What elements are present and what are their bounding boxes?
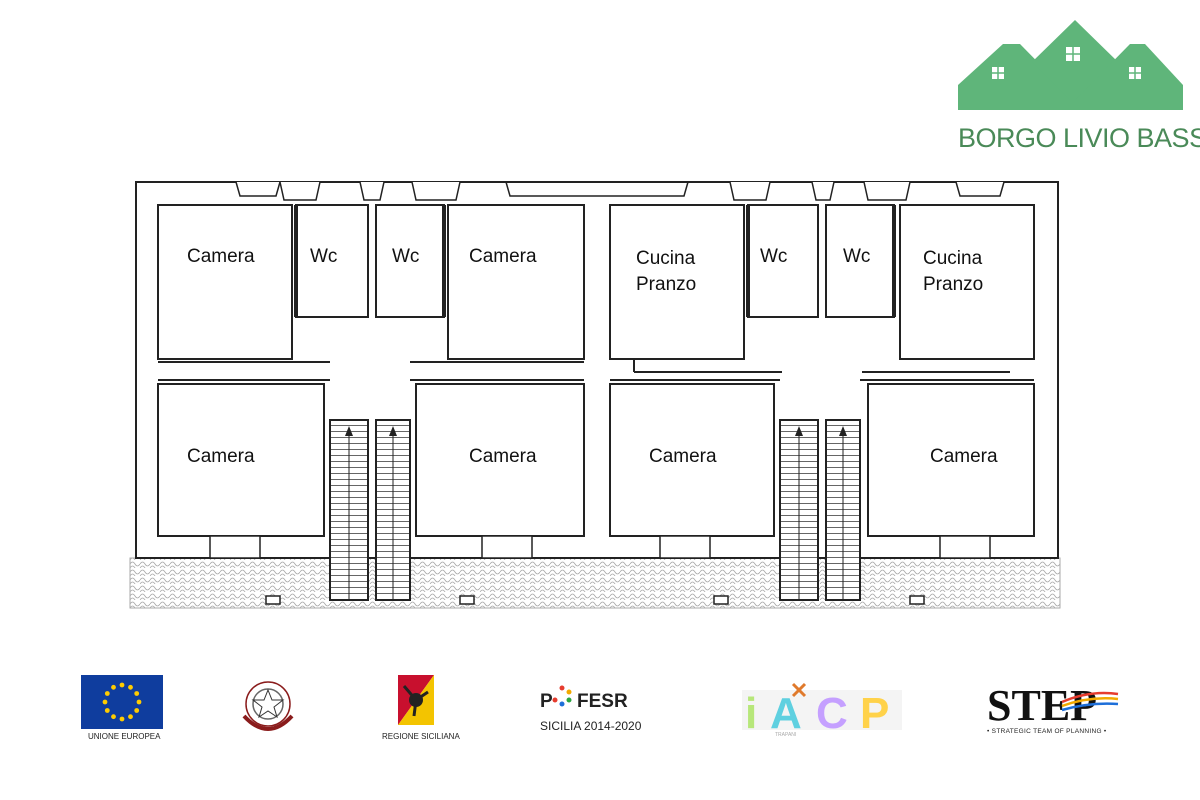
room-cucina-2 bbox=[862, 204, 1035, 373]
stairwell-2 bbox=[779, 419, 861, 601]
bottom-doors bbox=[209, 535, 991, 605]
iacp-letter: P bbox=[860, 689, 889, 738]
room-camera-top-1 bbox=[157, 204, 293, 360]
room-label: Pranzo bbox=[636, 274, 696, 295]
italy-emblem bbox=[242, 681, 294, 731]
brand-name: BORGO LIVIO BASSI bbox=[958, 123, 1200, 153]
room-label: Camera bbox=[930, 446, 998, 467]
windmill-icon bbox=[791, 682, 807, 698]
brand-logo: BORGO LIVIO BASSI bbox=[958, 20, 1200, 153]
eu-star-icon bbox=[119, 682, 125, 688]
eu-star-icon bbox=[102, 699, 108, 705]
eu-star-icon bbox=[111, 714, 116, 720]
iacp-subtitle: TRAPANI bbox=[775, 732, 796, 738]
room-label: Wc bbox=[310, 246, 337, 267]
fesr-title: FESR bbox=[577, 691, 628, 712]
fesr-prefix: P bbox=[540, 691, 553, 712]
eu-star-icon bbox=[134, 708, 140, 713]
iacp-logo: i A C P TRAPANI bbox=[742, 682, 902, 738]
eu-logo: UNIONE EUROPEA bbox=[81, 675, 163, 741]
eu-star-icon bbox=[134, 691, 140, 696]
italian-republic-emblem-icon bbox=[242, 681, 294, 731]
room-wc-1 bbox=[294, 204, 369, 318]
paving-strip bbox=[129, 557, 1061, 609]
room-label: Cucina bbox=[923, 248, 983, 269]
room-camera-bottom-1 bbox=[157, 383, 325, 537]
room-wc-3 bbox=[746, 204, 819, 318]
eu-star-icon bbox=[128, 714, 133, 720]
fesr-stars-icon bbox=[552, 685, 572, 707]
top-windows bbox=[235, 181, 1005, 201]
eu-star-icon bbox=[104, 691, 110, 696]
step-logo: STEP • STRATEGIC TEAM OF PLANNING • bbox=[987, 681, 1119, 735]
eu-star-icon bbox=[119, 716, 125, 722]
room-label: Camera bbox=[187, 246, 255, 267]
fesr-subtitle: SICILIA 2014-2020 bbox=[540, 719, 642, 733]
eu-caption: UNIONE EUROPEA bbox=[88, 732, 161, 741]
sicily-logo: REGIONE SICILIANA bbox=[382, 675, 460, 741]
iacp-letter: A bbox=[770, 689, 802, 738]
room-label: Wc bbox=[843, 246, 870, 267]
sponsor-logos: UNIONE EUROPEA REGIONE SICILIANA P bbox=[81, 675, 1119, 741]
room-label: Cucina bbox=[636, 248, 696, 269]
step-subtitle: • STRATEGIC TEAM OF PLANNING • bbox=[987, 728, 1107, 735]
room-camera-bottom-2 bbox=[415, 383, 585, 537]
room-camera-top-2 bbox=[447, 204, 585, 360]
fesr-logo: P FESR SICILIA 2014-2020 bbox=[540, 685, 642, 733]
room-label: Camera bbox=[649, 446, 717, 467]
room-label: Pranzo bbox=[923, 274, 983, 295]
house-roof-icon bbox=[958, 20, 1183, 110]
sicily-caption: REGIONE SICILIANA bbox=[382, 732, 460, 741]
floor-plan bbox=[129, 181, 1061, 609]
room-cucina-1 bbox=[609, 204, 782, 373]
room-label: Wc bbox=[392, 246, 419, 267]
room-label: Wc bbox=[760, 246, 787, 267]
iacp-letter: i bbox=[745, 689, 757, 738]
room-label: Camera bbox=[469, 446, 537, 467]
eu-star-icon bbox=[104, 708, 110, 713]
iacp-letter: C bbox=[816, 689, 848, 738]
step-swoosh-icon bbox=[1061, 691, 1119, 712]
room-wc-2 bbox=[375, 204, 446, 318]
room-wc-4 bbox=[825, 204, 896, 318]
eu-star-icon bbox=[128, 684, 133, 690]
eu-stars-icon bbox=[102, 682, 142, 722]
room-camera-bottom-3 bbox=[609, 383, 775, 537]
stairwell-1 bbox=[329, 419, 411, 601]
room-label: Camera bbox=[187, 446, 255, 467]
trinacria-icon bbox=[398, 675, 434, 725]
room-label: Camera bbox=[469, 246, 537, 267]
eu-star-icon bbox=[111, 684, 116, 690]
eu-star-icon bbox=[136, 699, 142, 705]
room-labels: Camera Wc Wc Camera Cucina Pranzo Wc Wc … bbox=[187, 246, 998, 467]
